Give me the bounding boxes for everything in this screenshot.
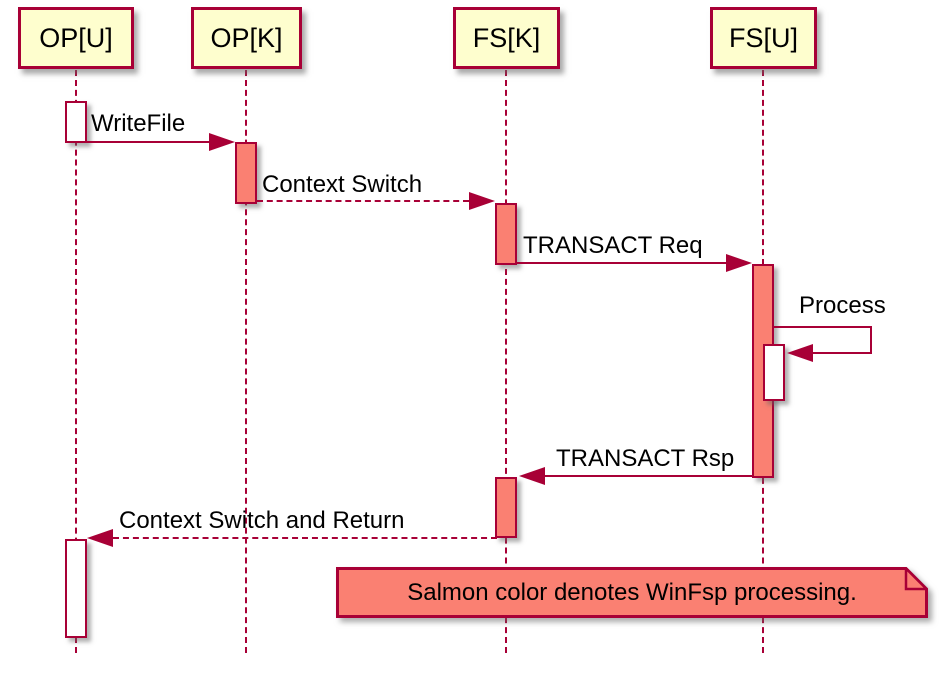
message-line-process-side: [870, 326, 872, 354]
arrowhead-left-icon: [87, 529, 113, 547]
arrowhead-right-icon: [209, 133, 235, 151]
message-label-transact-rsp: TRANSACT Rsp: [556, 445, 735, 472]
message-line-context-switch-return: [113, 537, 497, 539]
note: Salmon color denotes WinFsp processing.: [336, 565, 930, 618]
message-label-process: Process: [799, 292, 886, 319]
activation-opu-1: [65, 101, 87, 143]
arrowhead-right-icon: [469, 192, 495, 210]
lifeline-opu: [75, 70, 77, 653]
arrowhead-left-icon: [787, 344, 813, 362]
message-label-transact-req: TRANSACT Req: [523, 232, 703, 259]
message-label-context-switch: Context Switch: [262, 171, 423, 198]
message-line-context-switch: [257, 200, 469, 202]
participant-box-fsk: FS[K]: [453, 7, 560, 69]
arrowhead-right-icon: [726, 254, 752, 272]
participant-label-opu: OP[U]: [39, 22, 113, 53]
message-line-transact-req: [517, 262, 726, 264]
participant-label-fsu: FS[U]: [728, 22, 798, 53]
participant-box-opk: OP[K]: [191, 7, 302, 69]
message-label-context-switch-return: Context Switch and Return: [119, 507, 405, 534]
note-fold-icon: [904, 565, 930, 591]
activation-opk: [235, 142, 257, 204]
activation-fsk-2: [495, 477, 517, 538]
message-line-writefile: [87, 141, 209, 143]
activation-fsu-nested: [763, 344, 785, 401]
lifeline-fsk: [505, 70, 507, 653]
arrowhead-left-icon: [519, 467, 545, 485]
activation-opu-2: [65, 539, 87, 638]
participant-box-opu: OP[U]: [18, 7, 134, 69]
participant-box-fsu: FS[U]: [710, 7, 817, 69]
message-label-writefile: WriteFile: [91, 110, 186, 137]
participant-label-fsk: FS[K]: [472, 22, 541, 53]
activation-fsk-1: [495, 203, 517, 265]
lifeline-opk: [245, 70, 247, 653]
message-line-process-top: [774, 326, 872, 328]
note-text: Salmon color denotes WinFsp processing.: [407, 578, 857, 606]
message-line-transact-rsp: [545, 475, 752, 477]
note-shape: [336, 565, 930, 618]
message-line-process-bottom: [813, 352, 872, 354]
participant-label-opk: OP[K]: [210, 22, 283, 53]
